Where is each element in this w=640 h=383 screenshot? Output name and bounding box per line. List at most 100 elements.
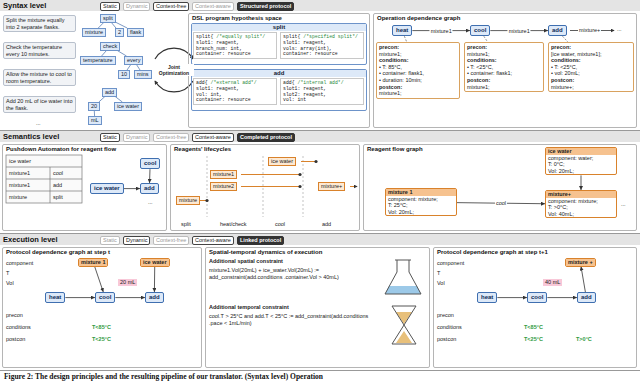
node-text: Static: [103, 134, 117, 141]
annotation-label: heat/check: [220, 221, 247, 228]
node-text: cool: [531, 294, 543, 301]
stack-row-line: [6, 167, 82, 168]
operation-detail: precon:mixture1;conditions:• T: 85°C,• c…: [376, 42, 460, 99]
node-text: Completed protocol: [240, 134, 292, 141]
property-tag: Linked protocol: [237, 236, 284, 245]
reagent-box: ice water: [140, 258, 170, 267]
flow-arrow: [497, 297, 527, 298]
annotation-label: postcon: [437, 336, 456, 343]
reagent-lifecycle: mixture: [176, 196, 200, 205]
stage-divider: [303, 156, 304, 217]
node-text: Operation dependence graph: [374, 14, 636, 23]
node-text: cool: [474, 27, 486, 34]
flow-arrow: [115, 297, 145, 298]
reagent-box: mixture+component: mixture;T: >0°C;Vol: …: [545, 190, 617, 218]
node-text: mL: [91, 117, 99, 124]
property-tag: Completed protocol: [237, 133, 295, 142]
node-text: /*internal add*/: [298, 80, 344, 85]
lifeline-end: [314, 160, 317, 163]
operation-group: splitsplit{/*equally split*/slot1: reage…: [191, 23, 367, 65]
annotation-label: conditions: [437, 324, 462, 331]
node-text: Semantics level: [0, 131, 640, 142]
node-text: mixture+: [546, 191, 616, 198]
operation-box: cool: [95, 292, 115, 303]
node-text: Context-free: [156, 237, 186, 244]
annotation-label: precon: [437, 312, 454, 319]
property-tag: Context-free: [153, 2, 189, 11]
node-text: Static: [103, 237, 117, 244]
annotation-label: cool: [53, 170, 63, 177]
node-text: component: mixture;: [386, 196, 456, 203]
parse-tree-node: 2: [115, 28, 124, 37]
annotation-label: postcon: [6, 336, 25, 343]
node-text: add{: [196, 80, 208, 85]
node-text: [ice water, mixture1];: [551, 51, 631, 58]
annotation-label: T: [437, 270, 440, 277]
annotation-label: split: [53, 194, 63, 201]
reagent-box: mixture +: [565, 258, 596, 267]
node-text: Dynamic: [126, 237, 147, 244]
node-text: add: [144, 185, 155, 192]
node-text: precon:: [379, 44, 457, 51]
parse-tree-node: 10: [118, 70, 130, 79]
lifeline: [241, 186, 300, 187]
node-text: mixture1;: [379, 51, 457, 58]
node-text: mixture+;: [551, 84, 631, 91]
node-text: split: [192, 24, 366, 31]
operation-group: addadd{/*external add*/slot1: reagent,vo…: [191, 69, 367, 111]
sub-panel: DSL program hypothesis spacesplitsplit{/…: [188, 13, 370, 128]
node-text: add: [105, 89, 114, 96]
operation-box: add: [140, 183, 159, 194]
instruction-box: Split the mixture equally into 2 separat…: [3, 15, 76, 32]
dsl-code-box: split{/*specified split*/slot1: reagent,…: [280, 32, 364, 59]
reagent-box: mixture 1: [78, 258, 108, 267]
annotation-label: Vol: [437, 280, 445, 287]
annotation-label: add: [322, 221, 331, 228]
node-text: Reagents' lifecycles: [171, 145, 359, 154]
node-text: /*equally split*/: [216, 34, 265, 39]
property-tag: Structured protocol: [237, 2, 294, 11]
flask-outline: [385, 260, 421, 294]
operation-box: add: [145, 292, 164, 303]
flow-arrow: [95, 267, 104, 292]
stage-divider: [207, 156, 208, 217]
property-tag: Context-aware: [192, 133, 234, 142]
flow-arrow: [149, 169, 150, 183]
annotation-label: T<85°C: [524, 324, 543, 331]
operation-box: add: [548, 25, 567, 36]
reagent-lifecycle: mixture+: [318, 182, 345, 191]
node-text: DSL program hypothesis space: [189, 14, 369, 23]
node-text: add{: [283, 80, 295, 85]
node-text: Static: [103, 3, 117, 10]
node-text: slot1: reagent,: [196, 86, 274, 92]
lifeline-end: [298, 185, 301, 188]
annotation-label: T<25°C: [92, 336, 111, 343]
parse-tree-node: temperature: [80, 56, 116, 65]
annotation-label: ...: [617, 26, 622, 33]
reagent-box: ice watercomponent: water;T: 0°C;Vol: 20…: [545, 147, 617, 175]
annotation-label: mixture+: [578, 27, 601, 34]
node-text: Structured protocol: [240, 3, 291, 10]
node-text: mixture: [85, 29, 103, 36]
node-text: Execution level: [0, 234, 640, 245]
annotation-label: conditions: [6, 324, 31, 331]
instruction-box: Allow the mixture to cool to room temper…: [3, 69, 76, 86]
node-text: • vol: 20mL;: [551, 70, 631, 77]
node-text: conditions:: [467, 57, 541, 64]
annotation-label: split: [181, 221, 191, 228]
node-text: Allow the mixture to cool to room temper…: [6, 71, 73, 84]
annotation-label: precon: [6, 312, 23, 319]
node-text: cool: [99, 294, 111, 301]
node-text: mixture1;: [467, 84, 541, 91]
node-text: mixture1;: [379, 90, 457, 97]
annotation-label: ...: [36, 120, 41, 127]
node-text: slot2: reagent,: [283, 92, 361, 98]
node-text: ice water: [117, 103, 139, 110]
parse-tree-node: add: [102, 88, 117, 97]
dsl-code-box: add{/*internal add*/slot1: reagent,slot2…: [280, 78, 364, 105]
annotation-label: Additional temporal constraint: [209, 304, 374, 311]
node-text: /*specified split*/: [303, 34, 358, 39]
node-text: slot1: reagent,: [196, 40, 274, 46]
node-text: Vol: 20mL;: [386, 209, 456, 216]
node-text: add: [552, 27, 563, 34]
